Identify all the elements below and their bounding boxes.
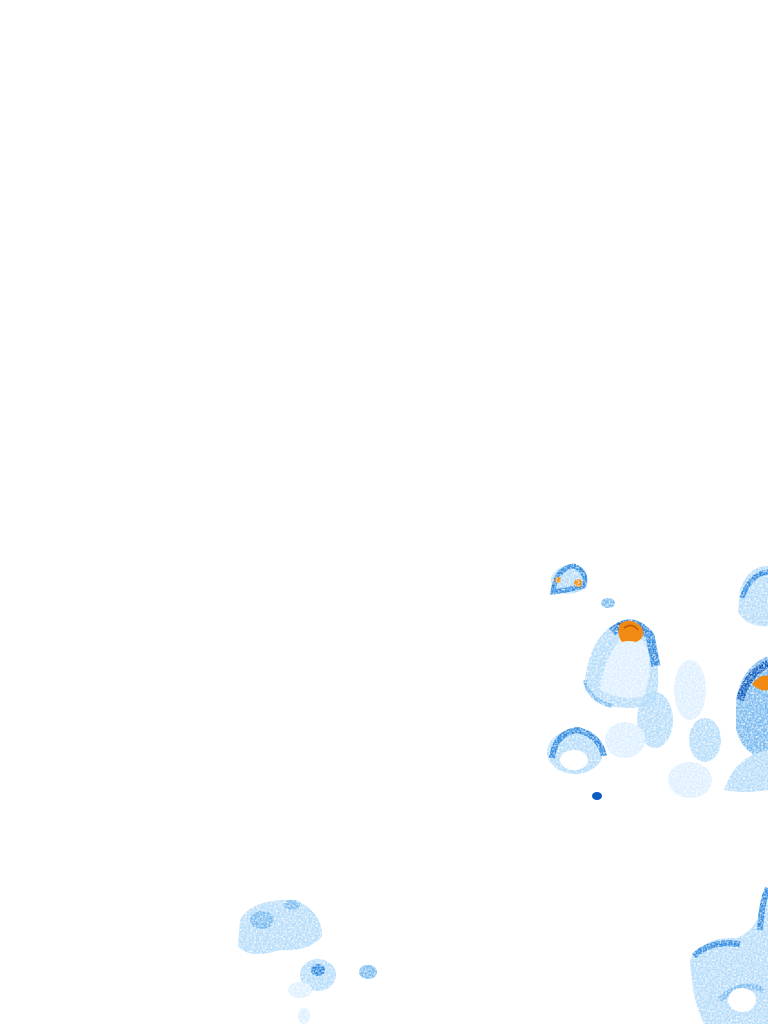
precip-scatter-central (605, 660, 721, 798)
precip-cell-southwest-far (238, 899, 322, 955)
precip-speck (601, 598, 615, 608)
precip-cell-east-north (738, 566, 768, 627)
precip-cell-south (288, 959, 377, 1024)
storm-core-east (752, 675, 768, 691)
precip-cell-small-north (550, 563, 588, 595)
storm-core-main (618, 620, 644, 642)
precip-speck (592, 792, 602, 800)
precip-cell-southeast (690, 886, 768, 1024)
precip-cell-southwest (547, 726, 607, 774)
